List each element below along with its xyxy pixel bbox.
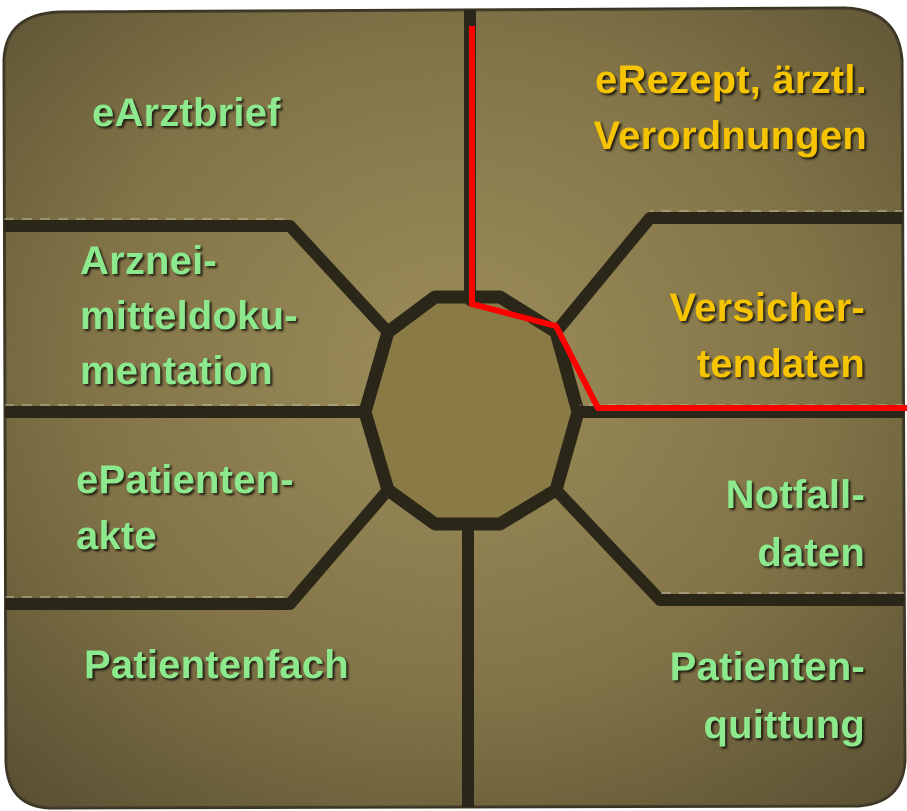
chip-center-octagon — [358, 290, 585, 531]
label-versichertendaten: Versicher- tendaten — [669, 286, 865, 386]
label-erezept: eRezept, ärztl. Verordnungen — [593, 58, 867, 158]
label-arzneimitteldokumentation: Arznei- mitteldoku- mentation — [80, 239, 298, 393]
groove-left-lower — [4, 484, 394, 610]
label-patientenfach: Patientenfach — [84, 643, 349, 687]
label-notfalldaten: Notfall- daten — [725, 473, 865, 575]
groove-left-upper — [4, 220, 394, 338]
red-boundary-line — [469, 26, 907, 411]
label-epatientenakte: ePatienten- akte — [76, 458, 294, 558]
label-earztbrief: eArztbrief — [92, 91, 281, 135]
label-patientenquittung: Patienten- quittung — [669, 645, 865, 747]
groove-right-lower — [550, 484, 905, 606]
groove-right-upper — [550, 212, 905, 338]
